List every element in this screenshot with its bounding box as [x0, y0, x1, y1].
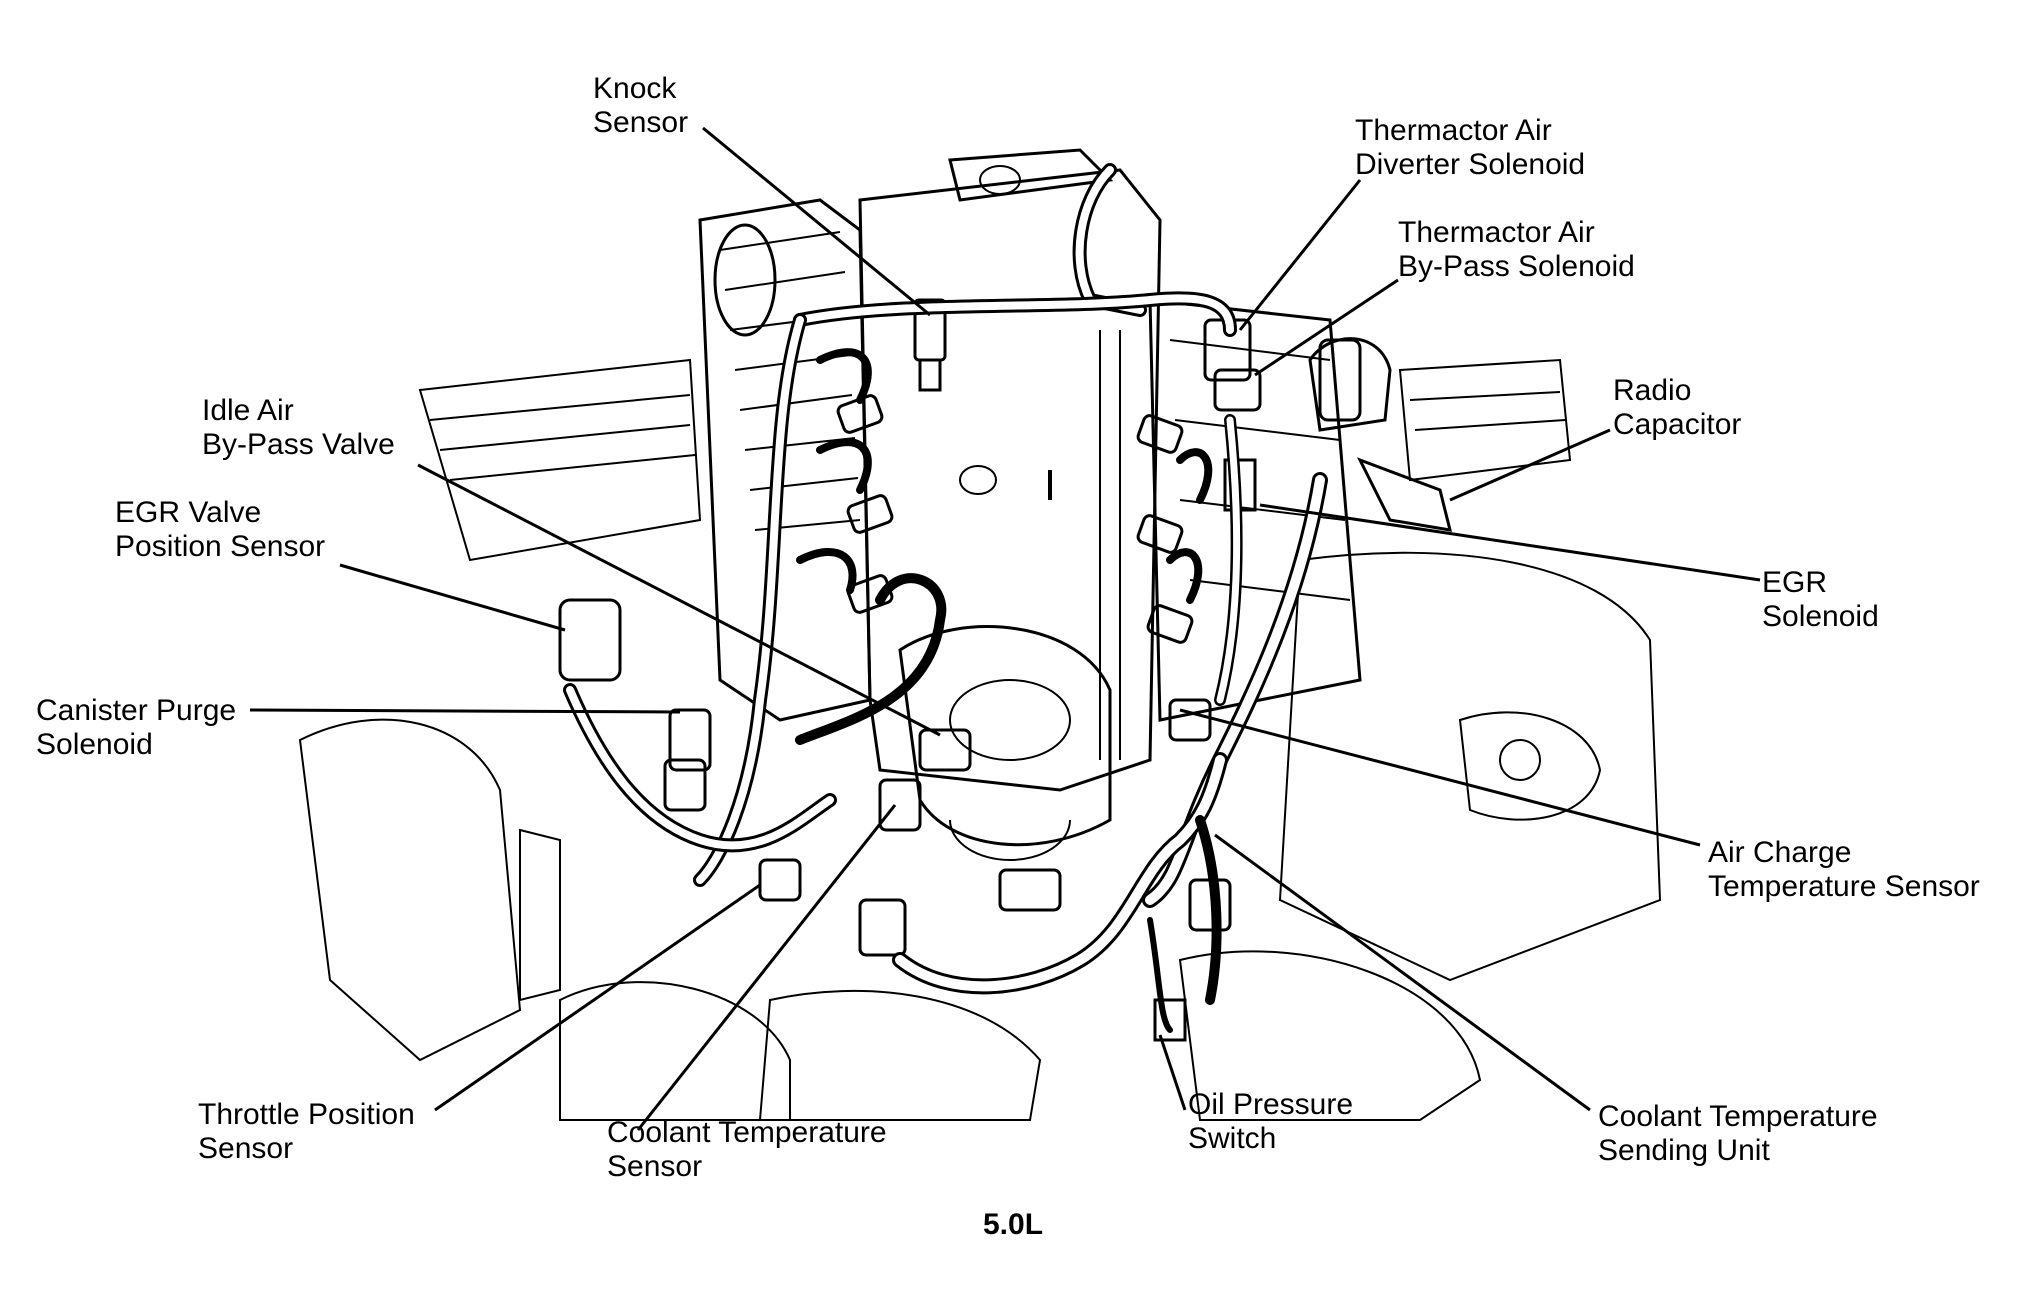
label-line: Solenoid: [1762, 600, 1879, 633]
label-idle-air-bypass: Idle Air By-Pass Valve: [202, 394, 395, 462]
leader-oil-pressure: [1158, 1034, 1187, 1111]
label-radio-capacitor: Radio Capacitor: [1613, 374, 1741, 442]
label-line: Position Sensor: [115, 530, 326, 563]
label-canister-purge: Canister Purge Solenoid: [36, 694, 236, 762]
label-knock-sensor: Knock Sensor: [593, 72, 688, 140]
label-line: Coolant Temperature: [607, 1116, 887, 1149]
label-line: Sensor: [593, 106, 689, 139]
label-line: Sensor: [198, 1132, 294, 1165]
label-egr-solenoid: EGR Solenoid: [1762, 566, 1879, 634]
leader-air-charge: [1179, 708, 1701, 847]
wiring-harness: [563, 163, 1328, 1033]
label-coolant-temp-sending: Coolant Temperature Sending Unit: [1598, 1100, 1878, 1168]
label-line: Temperature Sensor: [1708, 870, 1980, 903]
engine-body: [298, 148, 1662, 1121]
label-line: Radio: [1613, 374, 1692, 407]
label-throttle-position: Throttle Position Sensor: [198, 1098, 415, 1166]
label-line: By-Pass Valve: [202, 428, 395, 461]
leader-throttle-position: [434, 883, 761, 1112]
label-line: Diverter Solenoid: [1355, 148, 1586, 181]
label-line: EGR: [1762, 566, 1828, 599]
leader-lines: [249, 126, 1761, 1131]
label-line: Oil Pressure: [1188, 1088, 1354, 1121]
label-line: Thermactor Air: [1398, 216, 1595, 249]
label-thermactor-diverter: Thermactor Air Diverter Solenoid: [1355, 114, 1585, 182]
leader-thermactor-diverter: [1238, 179, 1362, 331]
leader-canister-purge: [249, 708, 681, 714]
label-line: Capacitor: [1613, 408, 1742, 441]
label-line: Air Charge: [1708, 836, 1852, 869]
label-line: Thermactor Air: [1355, 114, 1552, 147]
leader-idle-air: [417, 463, 941, 737]
label-egr-valve-position: EGR Valve Position Sensor: [115, 496, 325, 564]
label-line: Sensor: [607, 1150, 703, 1183]
label-coolant-temp-sensor: Coolant Temperature Sensor: [607, 1116, 887, 1184]
label-thermactor-bypass: Thermactor Air By-Pass Solenoid: [1398, 216, 1635, 284]
label-line: Sending Unit: [1598, 1134, 1770, 1167]
label-line: Knock: [593, 72, 677, 105]
label-line: Switch: [1188, 1122, 1277, 1155]
label-line: EGR Valve: [115, 496, 262, 529]
diagram-caption: 5.0L: [982, 1208, 1044, 1241]
leader-egr-valve-position: [339, 563, 566, 632]
label-line: Coolant Temperature: [1598, 1100, 1878, 1133]
leader-thermactor-bypass: [1254, 278, 1399, 377]
leader-coolant-temp-sending: [1214, 833, 1591, 1112]
leader-knock-sensor: [702, 126, 931, 317]
label-line: Solenoid: [36, 728, 153, 761]
leader-coolant-temp-sensor: [636, 804, 897, 1131]
label-line: Throttle Position: [198, 1098, 415, 1131]
label-oil-pressure: Oil Pressure Switch: [1188, 1088, 1353, 1156]
label-air-charge-temp: Air Charge Temperature Sensor: [1708, 836, 1980, 904]
label-line: Idle Air: [202, 394, 294, 427]
leader-radio-capacitor: [1449, 428, 1611, 502]
leader-egr-solenoid: [1259, 503, 1761, 582]
label-line: By-Pass Solenoid: [1398, 250, 1635, 283]
label-line: Canister Purge: [36, 694, 237, 727]
